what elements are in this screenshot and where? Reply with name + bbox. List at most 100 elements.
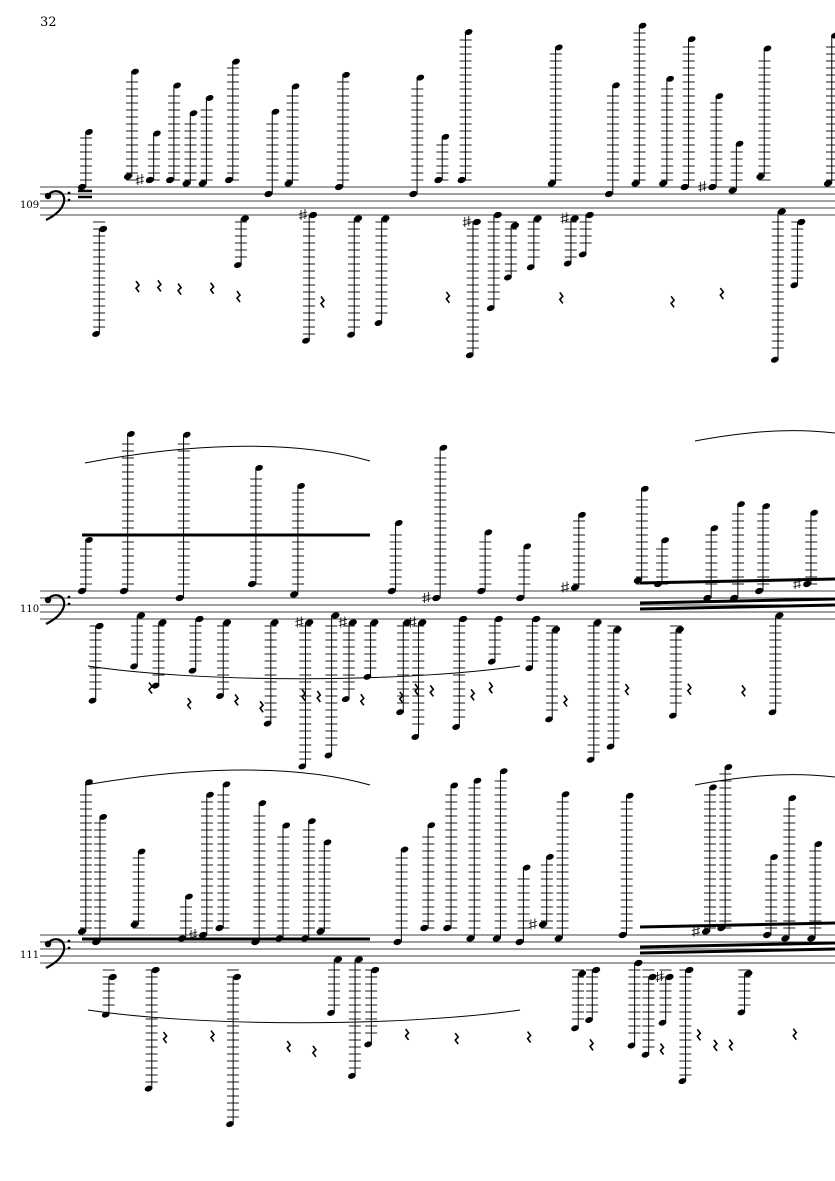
- rest-icon: [404, 1028, 410, 1041]
- notehead: [130, 921, 139, 928]
- notehead: [464, 29, 473, 35]
- notehead: [831, 32, 835, 39]
- rest-icon: [398, 691, 404, 704]
- sharp-icon: [560, 212, 569, 224]
- notehead: [593, 619, 602, 626]
- notehead: [302, 337, 310, 344]
- notehead: [370, 619, 379, 626]
- sharp-icon: [188, 929, 198, 940]
- notehead: [810, 509, 819, 516]
- notehead: [814, 841, 823, 848]
- notehead: [687, 36, 696, 43]
- notehead: [308, 818, 316, 825]
- notehead: [92, 330, 100, 337]
- notehead: [585, 211, 594, 219]
- rest-icon: [286, 1040, 292, 1053]
- notehead: [450, 782, 459, 789]
- measure-number-111: 111: [20, 950, 40, 961]
- notehead: [158, 619, 167, 626]
- rest-icon: [470, 688, 476, 701]
- notehead: [606, 743, 615, 750]
- rest-icon: [311, 1045, 317, 1058]
- notehead: [347, 331, 355, 338]
- notehead: [522, 864, 531, 871]
- notehead: [658, 1019, 667, 1026]
- rest-icon: [233, 693, 240, 706]
- sharp-icon: [422, 592, 431, 603]
- notehead: [374, 320, 383, 327]
- notehead: [452, 724, 461, 730]
- notehead: [807, 935, 816, 942]
- notehead: [324, 752, 333, 759]
- bass-clef-icon: [45, 594, 66, 625]
- notehead: [459, 615, 468, 623]
- notehead: [744, 970, 753, 977]
- rest-icon: [740, 684, 747, 697]
- notehead: [327, 1009, 335, 1016]
- notehead: [77, 183, 87, 191]
- sharp-icon: [655, 971, 664, 982]
- sharp-icon: [135, 174, 144, 185]
- notehead: [290, 591, 299, 598]
- bass-clef-dot: [67, 191, 71, 195]
- rest-icon: [712, 1039, 719, 1052]
- notehead: [396, 709, 404, 716]
- notehead: [618, 931, 627, 939]
- rest-icon: [624, 683, 630, 696]
- notehead: [282, 822, 291, 829]
- notehead: [561, 791, 570, 798]
- notehead: [770, 356, 779, 363]
- notehead: [411, 733, 420, 740]
- notehead: [735, 140, 744, 147]
- notehead: [232, 58, 240, 65]
- notehead: [188, 667, 197, 674]
- notehead: [510, 222, 520, 229]
- notehead: [308, 211, 318, 219]
- notehead: [547, 180, 556, 187]
- notehead: [554, 44, 563, 51]
- notehead: [823, 180, 833, 187]
- notehead: [770, 854, 779, 861]
- notehead: [678, 1078, 687, 1085]
- notehead: [701, 928, 711, 935]
- notehead: [393, 938, 402, 946]
- notehead: [533, 215, 542, 222]
- notehead: [152, 130, 161, 137]
- notehead: [703, 594, 712, 602]
- notehead: [781, 935, 790, 942]
- notehead: [198, 180, 207, 187]
- notehead: [661, 537, 670, 544]
- rest-icon: [209, 1030, 216, 1043]
- sharp-icon: [298, 209, 308, 220]
- notehead: [640, 485, 649, 492]
- rest-icon: [359, 693, 365, 706]
- notehead: [381, 215, 390, 222]
- sharp-icon: [338, 616, 347, 628]
- notehead: [492, 935, 501, 942]
- notehead: [189, 110, 198, 117]
- slur: [84, 445, 371, 464]
- notehead: [570, 584, 580, 591]
- notehead: [466, 935, 475, 942]
- notehead: [333, 956, 343, 963]
- notehead: [659, 180, 668, 187]
- notehead: [755, 587, 764, 595]
- slur: [694, 430, 835, 442]
- notehead: [668, 712, 677, 719]
- notehead: [291, 83, 300, 90]
- bass-clef-dot: [67, 595, 71, 599]
- sharp-icon: [295, 616, 304, 628]
- bass-clef-dot: [67, 946, 71, 950]
- notehead: [298, 763, 307, 770]
- notehead: [342, 71, 350, 78]
- slur: [87, 665, 521, 680]
- notehead: [119, 587, 128, 595]
- rest-icon: [488, 681, 494, 694]
- notehead: [271, 108, 280, 115]
- rest-icon: [429, 684, 435, 697]
- notehead: [465, 352, 474, 359]
- notehead: [633, 577, 642, 584]
- bass-clef-icon: [45, 938, 66, 969]
- notehead: [484, 529, 493, 536]
- notehead: [768, 709, 777, 716]
